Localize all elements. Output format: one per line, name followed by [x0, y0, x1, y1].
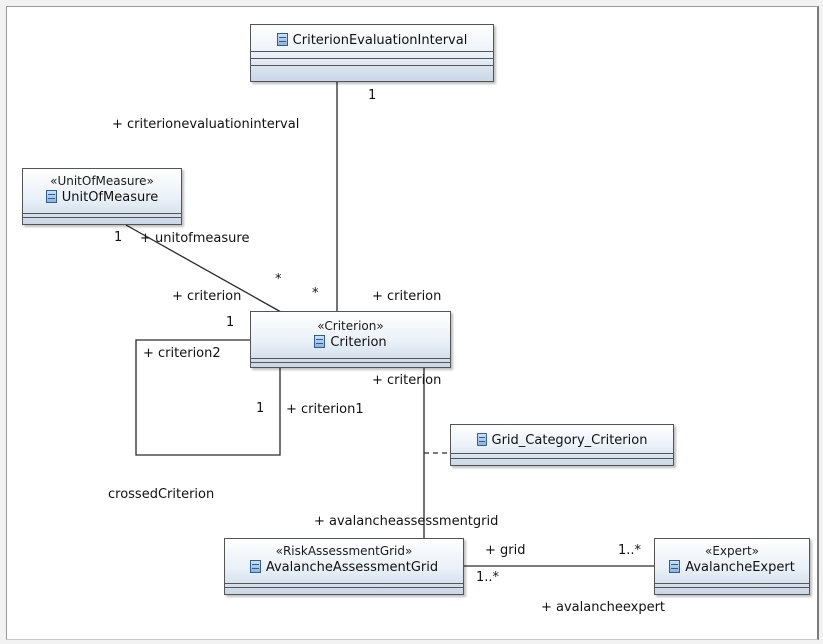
role-criterion1: + criterion1 — [286, 402, 364, 417]
role-criterion-bottom: + criterion — [372, 373, 442, 388]
operations-compartment — [251, 362, 450, 366]
role-criterionevaluationinterval: + criterionevaluationinterval — [112, 117, 300, 132]
stereotype-avalanche-assessment-grid: «RiskAssessmentGrid» — [275, 544, 413, 558]
attributes-compartment — [251, 358, 450, 362]
class-icon — [249, 560, 261, 573]
class-unit-of-measure[interactable]: «UnitOfMeasure» UnitOfMeasure — [22, 168, 182, 225]
class-name-criterion-evaluation-interval: CriterionEvaluationInterval — [292, 33, 468, 48]
attributes-compartment — [251, 51, 493, 58]
operations-compartment — [23, 217, 181, 221]
attributes-compartment — [225, 583, 463, 587]
class-name-avalanche-expert: AvalancheExpert — [685, 560, 795, 575]
class-name-unit-of-measure: UnitOfMeasure — [61, 190, 159, 205]
role-criterion-top: + criterion — [372, 289, 442, 304]
class-icon — [314, 335, 326, 348]
operations-compartment — [451, 458, 673, 463]
operations-compartment — [251, 58, 493, 65]
class-icon — [669, 560, 681, 573]
role-avalancheexpert: + avalancheexpert — [541, 600, 666, 615]
role-criterion-left: + criterion — [172, 289, 242, 304]
attributes-compartment — [655, 583, 809, 587]
class-icon — [45, 190, 57, 203]
operations-compartment — [655, 587, 809, 591]
class-name-grid-category-criterion: Grid_Category_Criterion — [491, 433, 648, 448]
attributes-compartment — [451, 453, 673, 458]
multiplicity-uom: 1 — [114, 230, 123, 245]
class-criterion[interactable]: «Criterion» Criterion — [250, 311, 451, 368]
class-icon — [276, 33, 288, 46]
role-avalancheassessmentgrid: + avalancheassessmentgrid — [314, 514, 499, 529]
stereotype-avalanche-expert: «Expert» — [704, 544, 759, 558]
multiplicity-star-left: * — [275, 272, 282, 287]
multiplicity-grid-end: 1..* — [476, 570, 500, 585]
class-avalanche-assessment-grid[interactable]: «RiskAssessmentGrid» AvalancheAssessment… — [224, 538, 464, 595]
operations-compartment — [225, 587, 463, 591]
class-grid-category-criterion[interactable]: Grid_Category_Criterion — [450, 424, 674, 466]
role-criterion2: + criterion2 — [143, 346, 221, 361]
association-class-icon — [476, 433, 487, 446]
stereotype-criterion: «Criterion» — [317, 319, 384, 333]
multiplicity-self-bottom: 1 — [256, 401, 265, 416]
multiplicity-star-mid: * — [312, 286, 319, 301]
stereotype-unit-of-measure: «UnitOfMeasure» — [50, 174, 154, 188]
multiplicity-cei: 1 — [368, 88, 377, 103]
association-name-crossedcriterion: crossedCriterion — [108, 487, 215, 502]
attributes-compartment — [23, 213, 181, 217]
multiplicity-expert-end: 1..* — [618, 543, 642, 558]
extra-compartment — [251, 65, 493, 72]
class-avalanche-expert[interactable]: «Expert» AvalancheExpert — [654, 538, 810, 595]
role-unitofmeasure: + unitofmeasure — [140, 231, 250, 246]
class-name-avalanche-assessment-grid: AvalancheAssessmentGrid — [265, 560, 439, 575]
role-grid: + grid — [485, 543, 526, 558]
class-name-criterion: Criterion — [330, 335, 387, 350]
class-criterion-evaluation-interval[interactable]: CriterionEvaluationInterval — [250, 24, 494, 82]
multiplicity-self-top: 1 — [226, 315, 235, 330]
